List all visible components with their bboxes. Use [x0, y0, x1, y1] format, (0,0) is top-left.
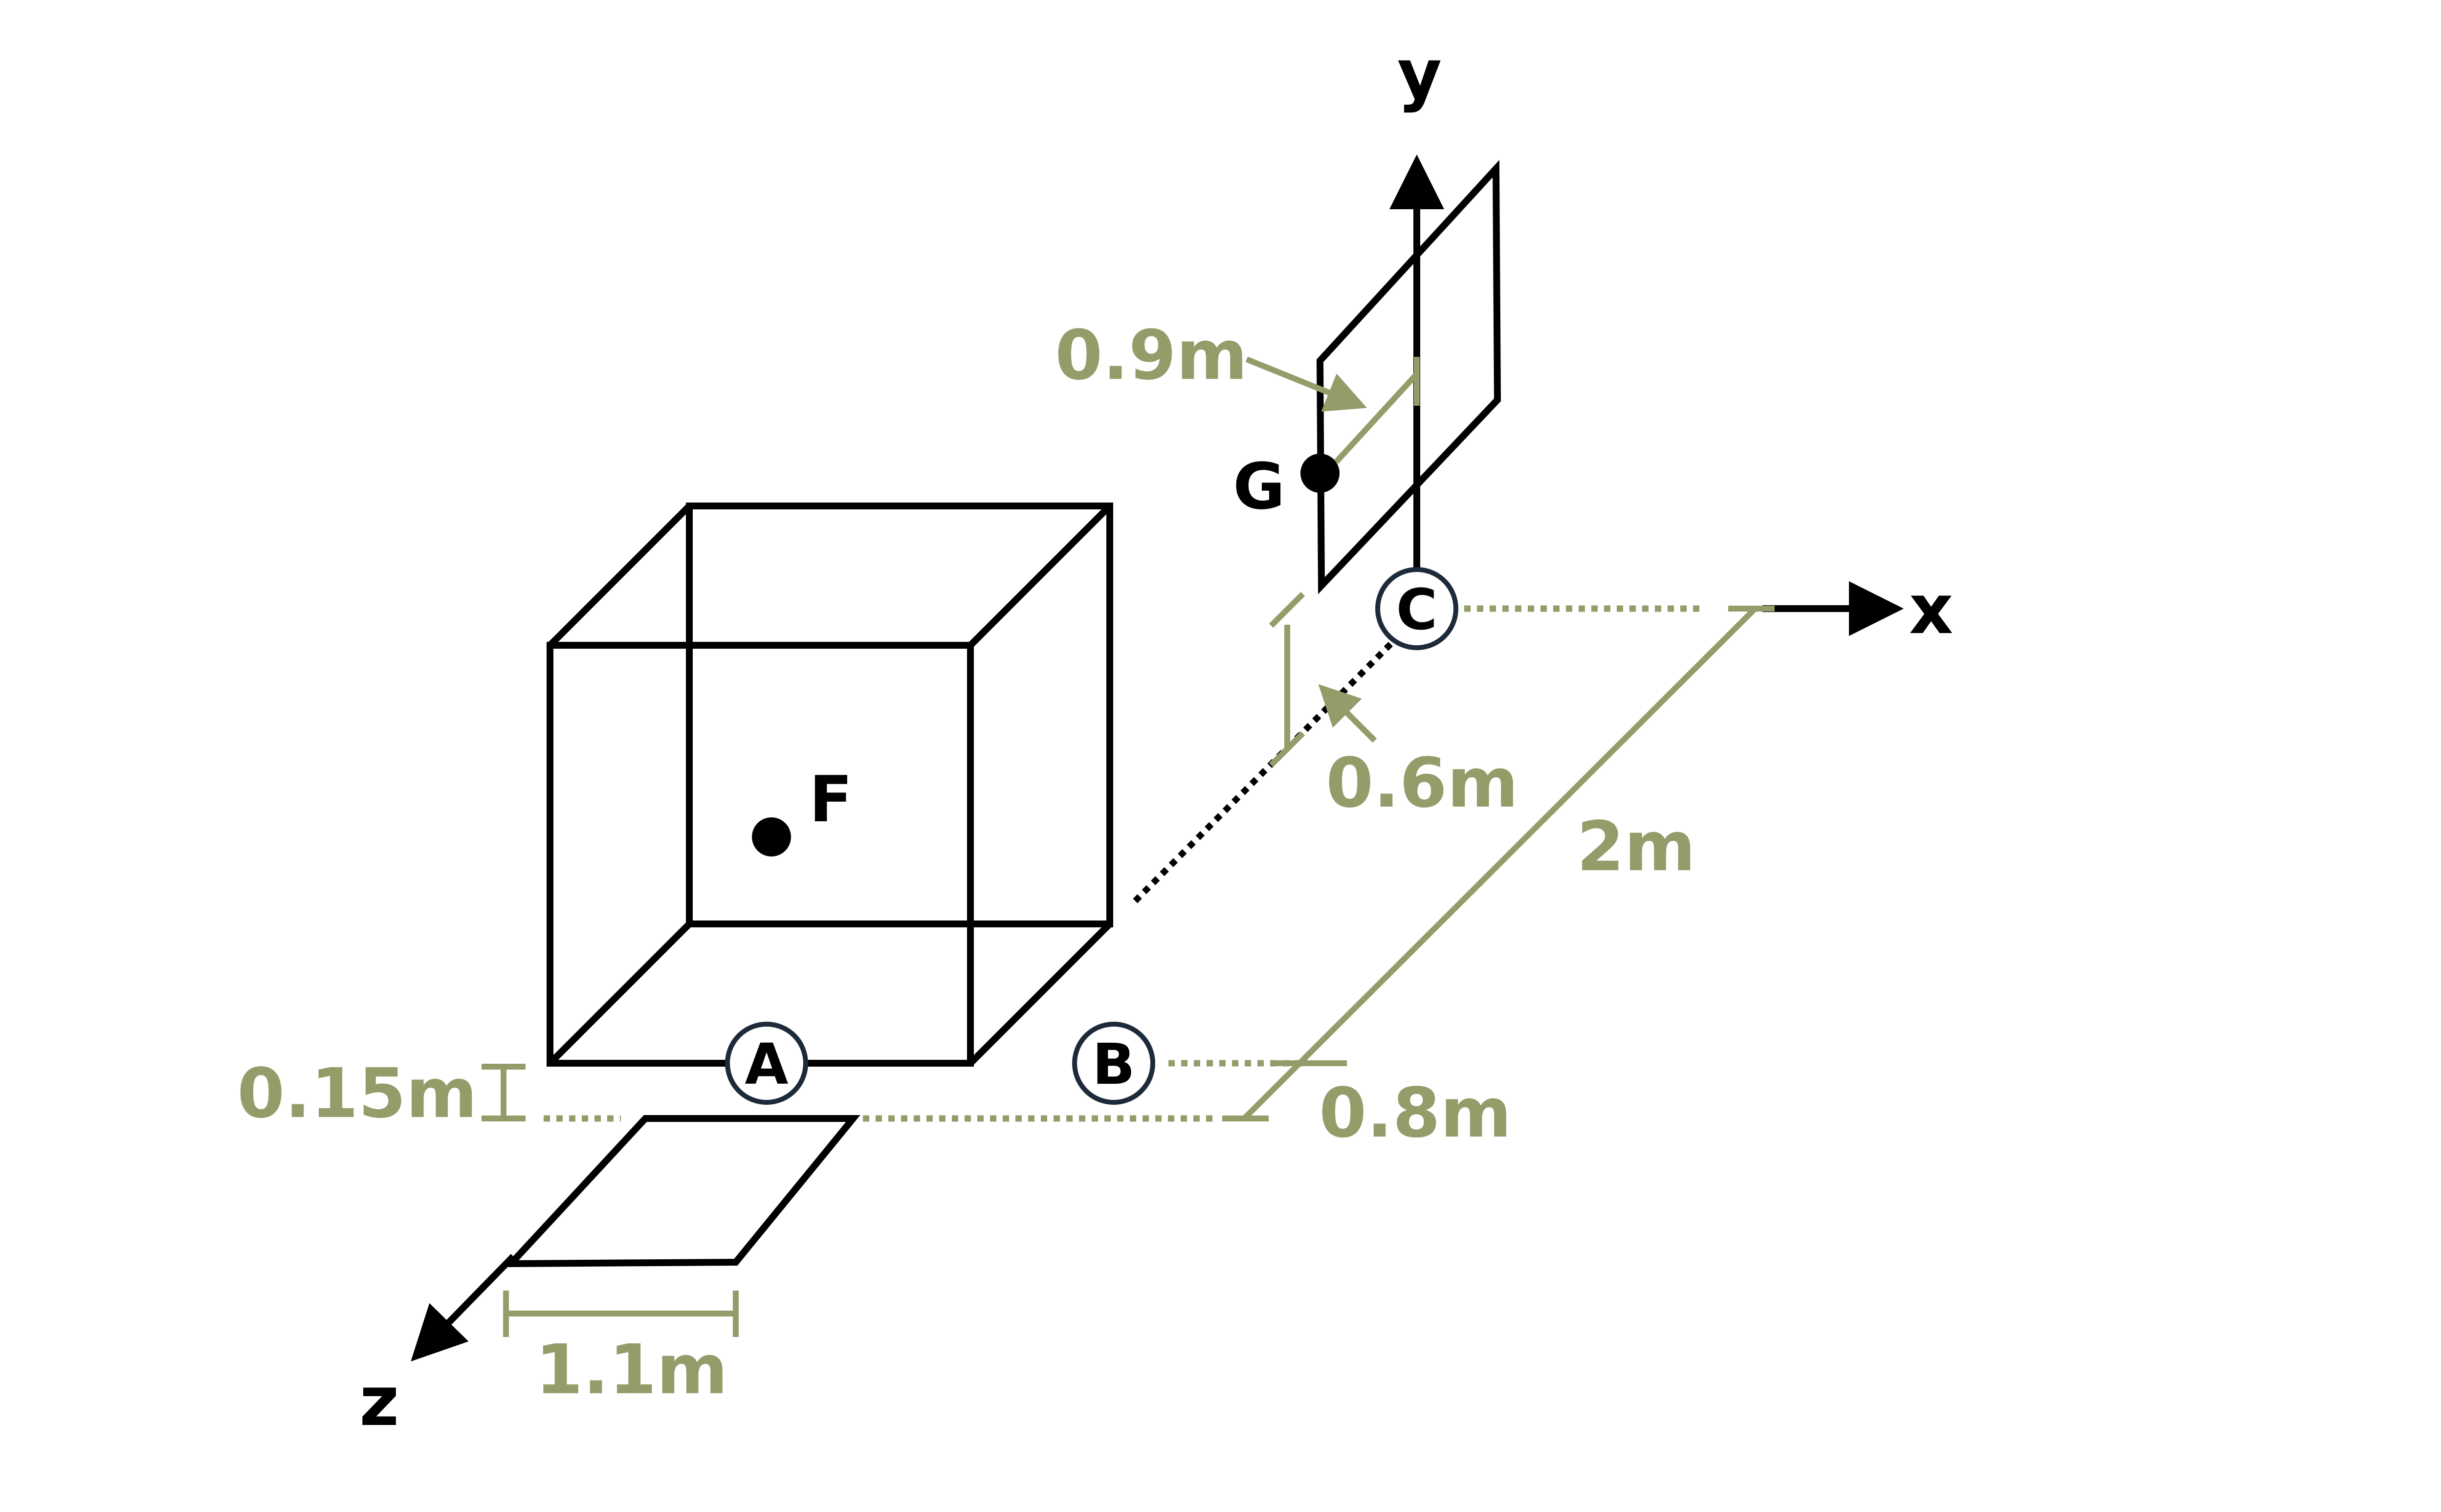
dim-0-9-label: 0.9m: [1055, 316, 1248, 395]
dim-0-9-line: [1334, 372, 1419, 464]
floor-plate: [503, 1115, 860, 1268]
dim-0-6-tick-top: [1269, 592, 1305, 628]
point-f-label: F: [809, 762, 853, 836]
dim-1-1-label: 1.1m: [535, 1330, 728, 1410]
axes: y x z: [359, 35, 1953, 1442]
dim-0-6-leader: [1318, 684, 1377, 743]
cube-edge-top-left: [548, 504, 692, 648]
point-g-label: G: [1233, 449, 1285, 524]
cube-edge-top-right: [968, 504, 1112, 648]
point-a-circle: [725, 1022, 808, 1105]
cube: F: [547, 503, 1113, 1067]
vertical-plate: G: [1233, 160, 1501, 594]
x-axis-label: x: [1909, 570, 1953, 650]
point-a-label: A: [745, 1032, 788, 1097]
dim-2-line: [1242, 606, 1758, 1121]
vertical-plate-outline: [1316, 160, 1501, 594]
dim-0-9-leader: [1245, 356, 1367, 412]
point-c-label: C: [1396, 577, 1437, 643]
point-g-dot: [1300, 454, 1340, 493]
circled-points: A B C: [725, 567, 1458, 1105]
dim-0-15-label: 0.15m: [237, 1054, 477, 1134]
dim-0-6-tick-bottom: [1269, 731, 1305, 767]
dim-0-8-label: 0.8m: [1319, 1074, 1512, 1153]
cube-edge-bottom-right: [968, 921, 1112, 1066]
point-b-circle: [1072, 1022, 1155, 1105]
dim-0-6-label: 0.6m: [1326, 744, 1518, 823]
point-f-dot: [752, 817, 791, 856]
z-axis-line: [411, 1254, 516, 1362]
z-axis-label: z: [359, 1362, 399, 1442]
dimensions: 0.9m 0.6m 2m 0.8m 0.15m 1.1m: [237, 316, 1775, 1410]
y-axis-label: y: [1397, 35, 1442, 114]
point-c-circle: [1375, 567, 1458, 650]
cube-edge-bottom-left: [548, 921, 692, 1066]
point-b-label: B: [1092, 1032, 1135, 1097]
dim-2-label: 2m: [1577, 807, 1695, 887]
